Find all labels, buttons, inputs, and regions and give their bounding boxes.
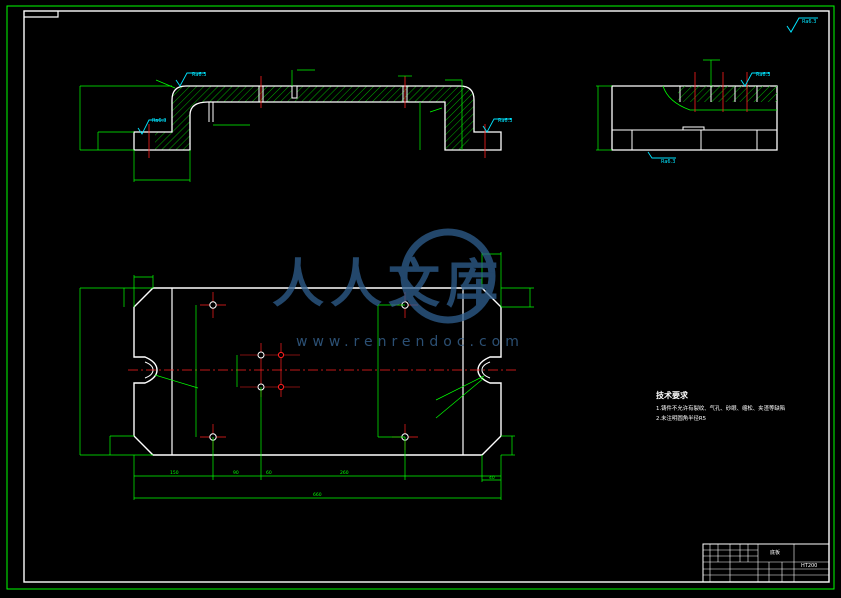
watermark-logo: 人人文库 [272, 255, 504, 315]
roughness-label-side: Ra6.3 [756, 72, 770, 78]
dim-150: 150 [170, 470, 179, 476]
side-section-view: Ra6.3 Ra6.3 [596, 59, 778, 165]
roughness-label-left-lower: Ra6.3 [152, 118, 166, 124]
tech-req-line1: 1.铸件不允许有裂纹、气孔、砂眼、缩松、夹渣等缺陷 [656, 404, 785, 412]
plan-view: 150 260 660 90 60 40 [79, 252, 534, 500]
sheet-inner-border [23, 10, 830, 583]
tech-req-line2: 2.未注明圆角半径R5 [656, 414, 706, 422]
drawing-number-box [24, 11, 59, 18]
tech-req-title: 技术要求 [656, 390, 689, 400]
front-dimensions [79, 69, 463, 182]
dim-total: 660 [313, 492, 322, 498]
sheet-outer-border [6, 5, 835, 590]
roughness-mark-global: Ra6.3 [786, 17, 818, 33]
dim-60: 60 [266, 470, 272, 476]
dim-260: 260 [340, 470, 349, 476]
technical-requirements: 技术要求 1.铸件不允许有裂纹、气孔、砂眼、缩松、夹渣等缺陷 2.未注明圆角半径… [656, 390, 785, 422]
dim-90: 90 [233, 470, 239, 476]
watermark: 人人文库 www.renrendoc.com [272, 228, 524, 350]
roughness-label-side-bottom: Ra6.3 [661, 159, 675, 165]
title-block: 底板 HT200 [702, 543, 830, 583]
roughness-label-right: Ra6.3 [498, 118, 512, 124]
section-hatch [155, 86, 474, 150]
watermark-url: www.renrendoc.com [296, 334, 524, 350]
title-block-name: 底板 [770, 549, 780, 556]
roughness-label-global: Ra6.3 [802, 19, 816, 25]
dim-40: 40 [489, 475, 495, 481]
title-block-material: HT200 [801, 563, 817, 569]
roughness-label-left-upper: Ra6.3 [192, 72, 206, 78]
front-section-view: Ra6.3 Ra6.3 Ra6.3 [79, 69, 512, 182]
section-outline [133, 85, 502, 151]
plan-holes [200, 292, 418, 450]
plan-dimensions [79, 252, 534, 500]
